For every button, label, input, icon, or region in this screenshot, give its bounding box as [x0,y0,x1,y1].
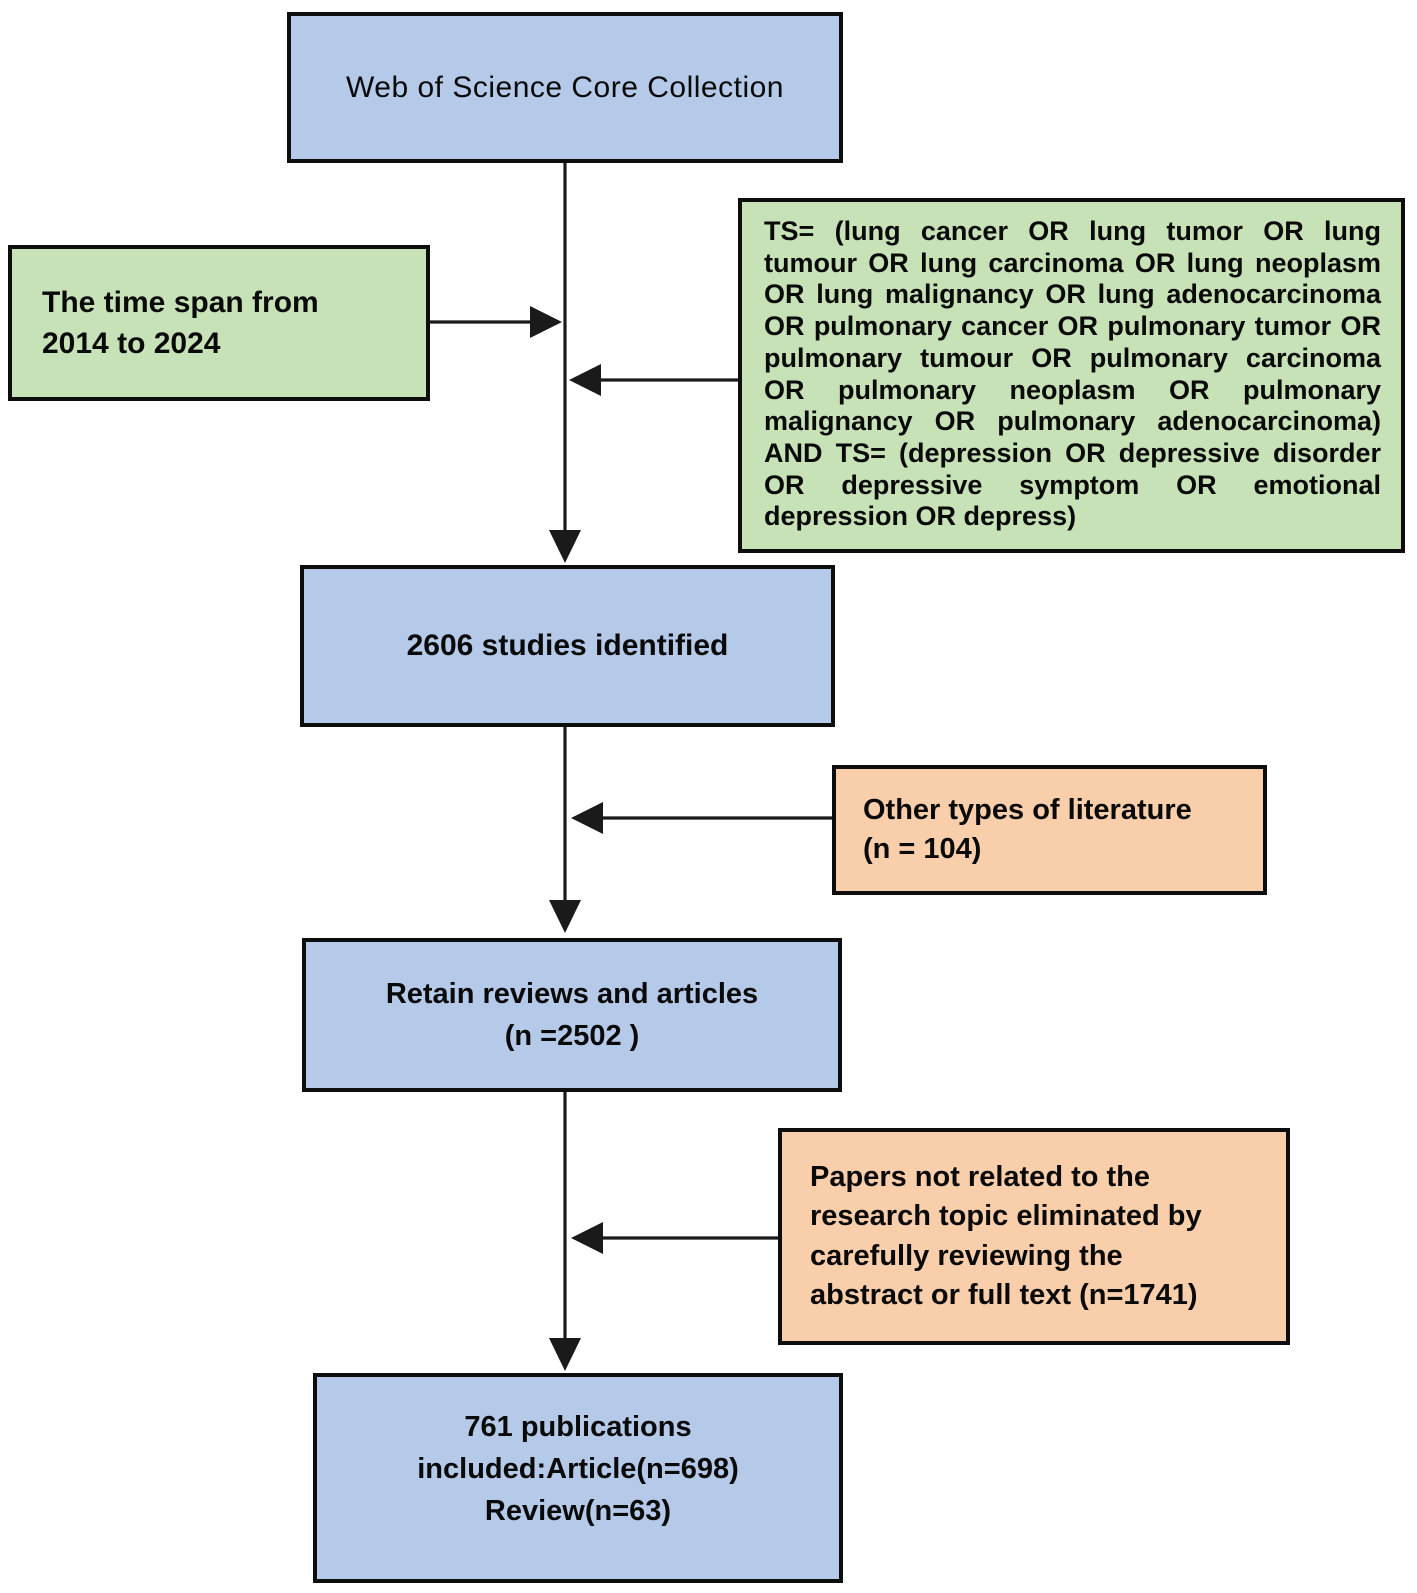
arrowhead-down-identified [549,530,581,563]
node-excluded-unrelated-papers: Papers not related to the research topic… [778,1128,1290,1345]
node-excluded-other-literature: Other types of literature (n = 104) [832,765,1267,895]
arrowhead-left-excluded-unrelated [571,1222,603,1254]
node-time-span-label: The time span from 2014 to 2024 [42,285,319,360]
node-search-query: TS= (lung cancer OR lung tumor OR lung t… [738,198,1405,553]
node-studies-identified-label: 2606 studies identified [406,629,729,662]
node-retained-reviews-articles-label: Retain reviews and articles (n =2502 ) [385,977,759,1052]
arrowhead-left-excluded-other [571,802,603,834]
node-excluded-unrelated-papers-label: Papers not related to the research topic… [810,1161,1202,1311]
node-excluded-other-literature-label: Other types of literature (n = 104) [863,793,1192,865]
arrowhead-down-retained [549,900,581,933]
node-studies-identified: 2606 studies identified [300,565,835,727]
node-web-of-science: Web of Science Core Collection [287,12,843,163]
arrowhead-right-timespan [530,306,562,338]
node-time-span: The time span from 2014 to 2024 [8,245,430,401]
node-search-query-label: TS= (lung cancer OR lung tumor OR lung t… [764,216,1381,532]
node-retained-reviews-articles: Retain reviews and articles (n =2502 ) [302,938,842,1092]
node-publications-included: 761 publications included:Article(n=698)… [313,1373,843,1583]
node-publications-included-label: 761 publications included:Article(n=698)… [417,1410,739,1528]
arrowhead-left-query [569,364,601,396]
node-web-of-science-label: Web of Science Core Collection [346,70,784,104]
arrowhead-down-included [549,1338,581,1371]
